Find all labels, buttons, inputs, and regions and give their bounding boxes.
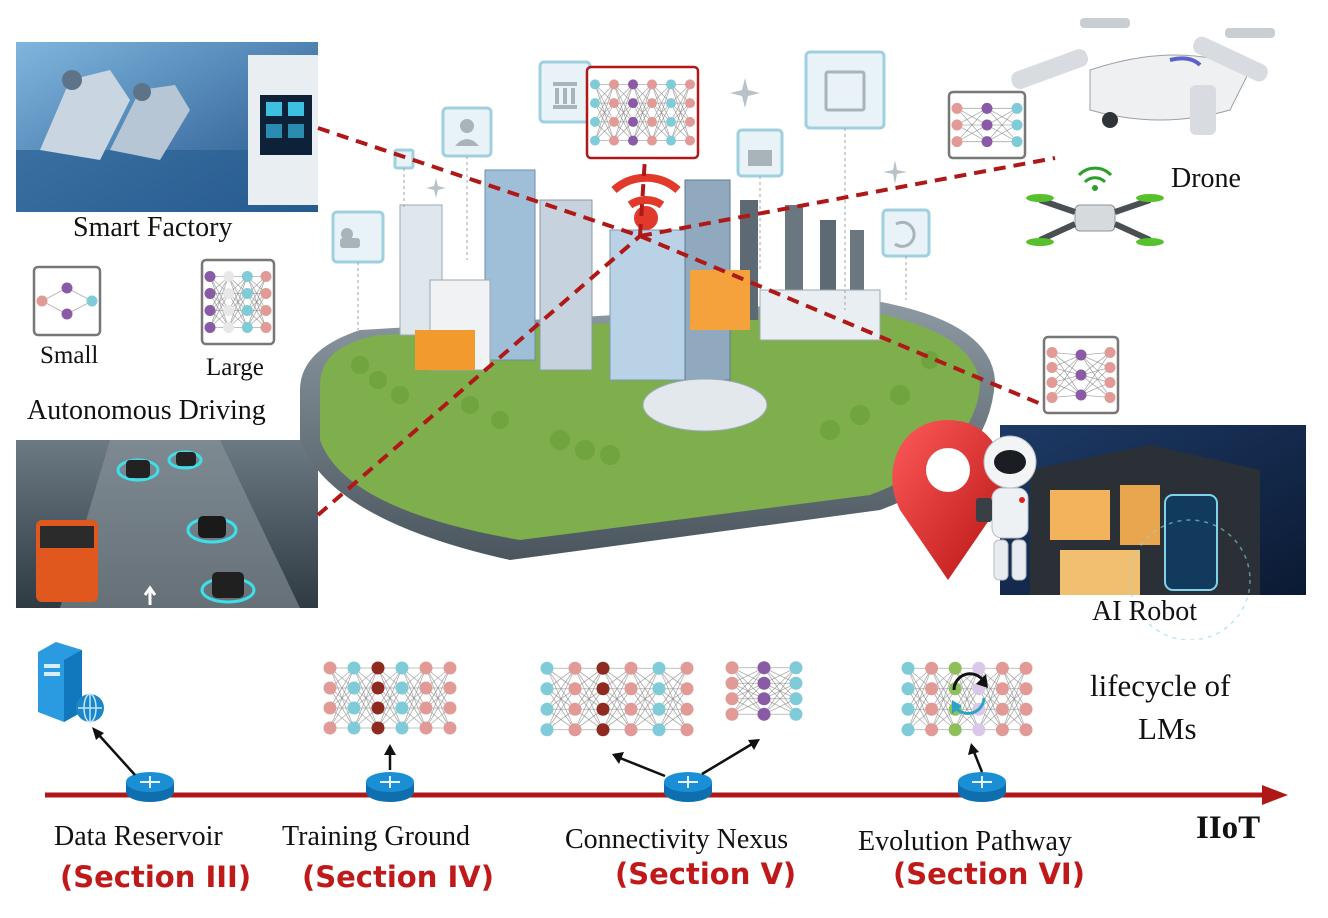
section-label-6: (Section VI)	[893, 857, 1085, 891]
label-ai-robot: AI Robot	[1092, 596, 1197, 627]
label-autonomous-driving: Autonomous Driving	[27, 395, 266, 426]
nn-center-icon	[585, 65, 700, 160]
lifecycle-title-line1: lifecycle of	[1090, 668, 1231, 703]
connection-lines	[316, 126, 1061, 517]
stage-connectivity-nexus: Connectivity Nexus	[565, 824, 789, 855]
nn-evolution	[901, 661, 1033, 737]
driving-photo	[16, 440, 318, 608]
label-large-model: Large	[206, 354, 264, 381]
router-icon	[664, 772, 712, 802]
stage-data-reservoir: Data Reservoir	[54, 821, 223, 852]
section-label-3: (Section III)	[60, 860, 252, 894]
nn-robot-icon	[1042, 335, 1120, 415]
section-label-5: (Section V)	[615, 857, 797, 891]
lifecycle-title-line2: LMs	[1138, 711, 1197, 746]
nn-nexus-large	[540, 661, 694, 737]
axis-arrowhead	[1262, 785, 1288, 805]
nn-drone-icon	[947, 90, 1027, 160]
smart-city-model	[300, 169, 995, 560]
nn-large-icon	[200, 258, 276, 346]
label-drone: Drone	[1171, 163, 1241, 194]
sparkle-icon	[426, 78, 907, 198]
scenario-illustration	[16, 18, 1306, 640]
server-icon	[38, 642, 104, 723]
drone-photo	[1011, 18, 1275, 135]
router-icon	[126, 772, 174, 802]
nn-nexus-small	[725, 661, 803, 721]
refresh-icon	[952, 672, 988, 715]
nn-small-icon	[32, 265, 102, 337]
section-label-4: (Section IV)	[302, 860, 494, 894]
axis-label-iiot: IIoT	[1196, 810, 1261, 846]
location-pin-icon	[892, 420, 1004, 580]
router-icon	[958, 772, 1006, 802]
iiot-timeline	[38, 642, 1288, 805]
stage-evolution-pathway: Evolution Pathway	[858, 826, 1072, 857]
factory-photo	[16, 42, 318, 212]
label-small-model: Small	[40, 342, 99, 369]
smart-home-photo	[1000, 425, 1306, 640]
router-icon	[366, 772, 414, 802]
robot-icon	[976, 435, 1037, 581]
label-smart-factory: Smart Factory	[73, 212, 233, 243]
nn-training	[323, 661, 457, 735]
small-drone-icon	[1026, 166, 1164, 246]
stage-training-ground: Training Ground	[282, 821, 470, 852]
